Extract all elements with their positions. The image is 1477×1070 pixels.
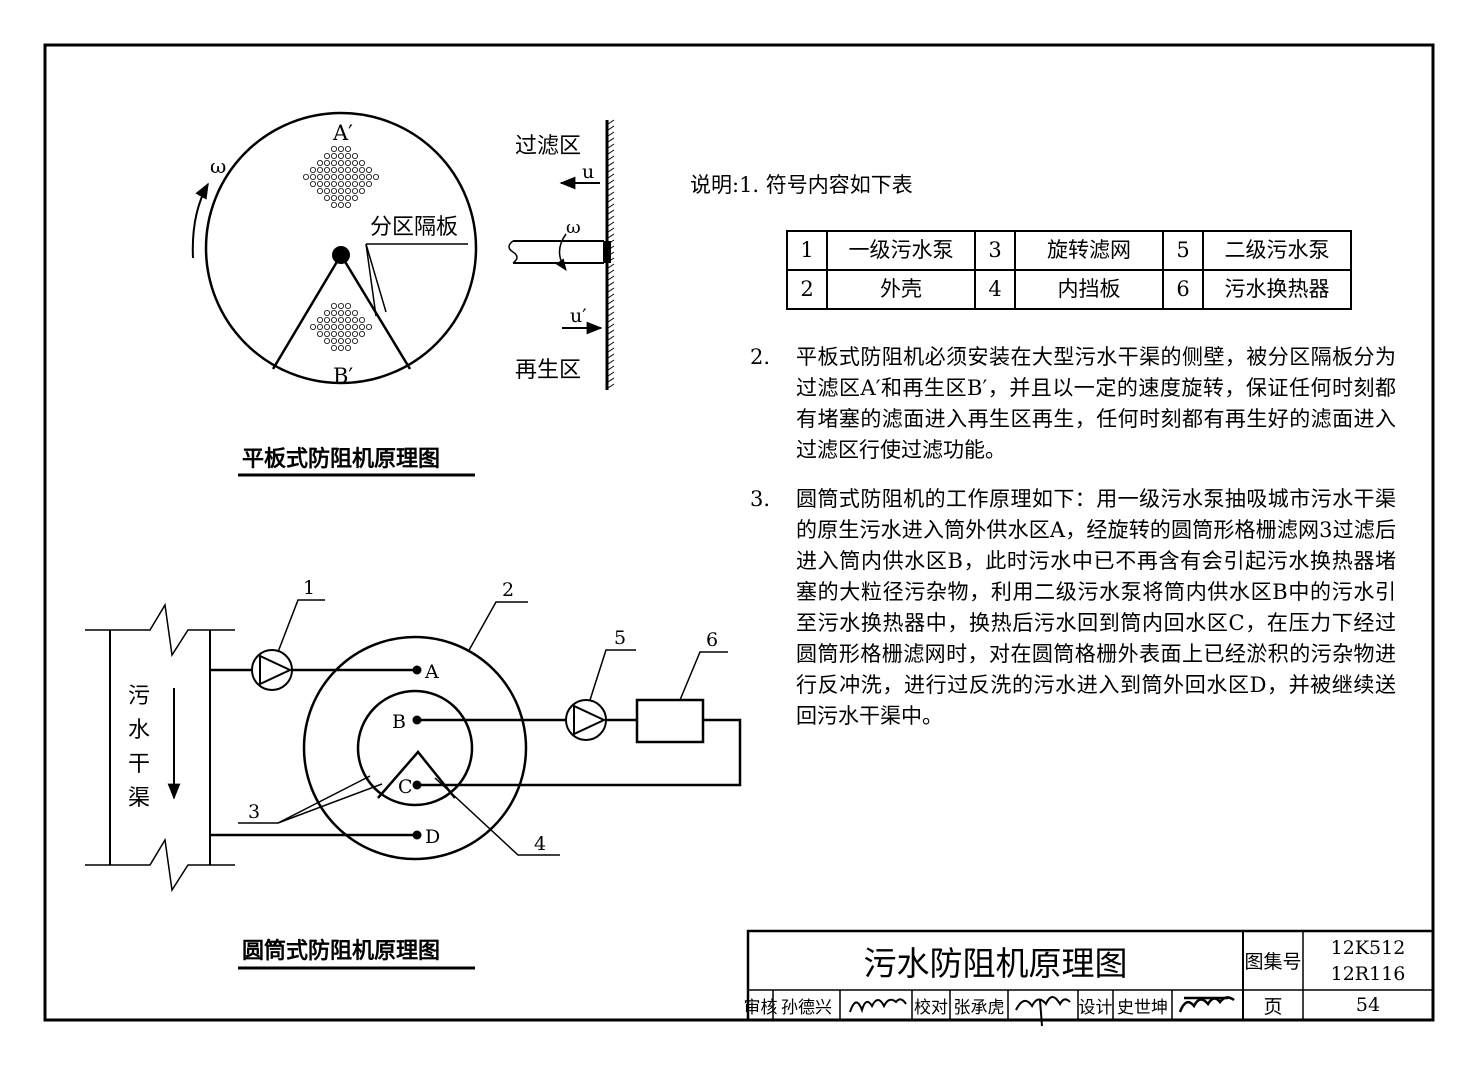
channel-char-4: 渠 [128, 786, 150, 811]
signature-checker [1015, 996, 1071, 1027]
notes-heading: 说明:1. 符号内容如下表 [690, 173, 913, 197]
symbol-number: 2 [786, 269, 828, 310]
point-d: D [425, 826, 440, 848]
shaft-omega: ω [566, 217, 581, 238]
symbol-name: 一级污水泵 [826, 230, 976, 271]
return-pipe-to-C [417, 718, 742, 787]
page-number: 54 [1355, 994, 1381, 1016]
channel-char-3: 干 [128, 752, 150, 777]
tag-4: 4 [534, 833, 546, 855]
rotation-arrow [191, 182, 209, 259]
label-a-prime: A′ [332, 121, 353, 145]
leader-4 [434, 777, 560, 856]
omega-label: ω [210, 154, 226, 178]
symbol-name: 污水换热器 [1202, 269, 1352, 310]
leader-6 [679, 651, 728, 701]
symbol-number: 1 [786, 230, 828, 271]
review-label: 审核 [743, 997, 778, 1018]
channel-char-1: 污 [128, 684, 150, 709]
symbol-number: 5 [1162, 230, 1204, 271]
point-c: C [398, 776, 413, 798]
tag-6: 6 [706, 629, 718, 651]
heat-exchanger [635, 698, 705, 744]
symbol-name: 旋转滤网 [1014, 230, 1164, 271]
atlas-label: 图集号 [1244, 951, 1302, 973]
filter-holes-top [302, 145, 379, 208]
signature-designer [1178, 996, 1235, 1013]
label-b-prime: B′ [333, 364, 353, 388]
note-3-text: 圆筒式防阻机的工作原理如下：用一级污水泵抽吸城市污水干渠的原生污水进入筒外供水区… [796, 487, 1396, 728]
caption-flat-plate: 平板式防阻机原理图 [242, 447, 441, 472]
designer-name: 史世坤 [1117, 997, 1168, 1018]
channel-char-2: 水 [128, 718, 150, 743]
note-2-number: 2. [750, 345, 771, 369]
sheet-border [43, 43, 1435, 1022]
check-label: 校对 [914, 997, 948, 1018]
symbol-number: 4 [974, 269, 1016, 310]
point-b: B [392, 711, 406, 733]
title-block-frame [746, 929, 1435, 1022]
shaft-rotation-arrow [555, 233, 567, 271]
partition-label: 分区隔板 [370, 215, 458, 240]
tag-5: 5 [614, 627, 626, 649]
checker-name: 张承虎 [953, 997, 1005, 1018]
pump-5 [565, 699, 607, 741]
rotor-disc [204, 111, 478, 385]
tag-2: 2 [502, 579, 514, 601]
partition-wedge [271, 252, 412, 370]
outer-casing [302, 635, 528, 861]
reviewer-name: 孙德兴 [781, 997, 832, 1018]
label-u: u [582, 161, 594, 183]
label-u-prime: u′ [570, 305, 587, 327]
tag-3: 3 [248, 801, 260, 823]
partition-leader [365, 243, 377, 317]
regen-zone-label: 再生区 [515, 358, 581, 383]
leader-2 [467, 601, 528, 653]
caption-cylinder: 圆筒式防阻机原理图 [242, 939, 441, 964]
leader-1 [277, 599, 325, 653]
page-label: 页 [1263, 995, 1283, 1018]
tag-1: 1 [303, 577, 315, 599]
note-2-text: 平板式防阻机必须安装在大型污水干渠的侧壁，被分区隔板分为过滤区A′和再生区B′，… [796, 345, 1396, 462]
filter-zone-label: 过滤区 [515, 134, 581, 159]
symbol-name: 外壳 [826, 269, 976, 310]
signature-reviewer [849, 998, 907, 1014]
flat-plate-diagram: A′ B′ ω 分区隔板 ω u u′ 过滤区 再生区 [191, 111, 615, 477]
inner-baffle [377, 750, 456, 799]
filter-holes-bottom [309, 302, 372, 351]
symbol-name: 内挡板 [1014, 269, 1164, 310]
point-a: A [424, 661, 439, 683]
rotating-screen [356, 689, 474, 807]
break-line-top [85, 602, 235, 658]
atlas-number-2: 12R116 [1330, 963, 1406, 985]
break-line-bottom [85, 837, 235, 893]
axis-hub [332, 246, 350, 264]
note-3-number: 3. [750, 487, 771, 511]
symbol-number: 3 [974, 230, 1016, 271]
atlas-number-1: 12K512 [1330, 937, 1406, 959]
cylinder-diagram: 污 水 干 渠 A B C D 1 2 5 6 [85, 577, 742, 970]
drawing-title: 污水防阻机原理图 [863, 943, 1128, 983]
symbol-name: 二级污水泵 [1202, 230, 1352, 271]
leader-5 [589, 649, 636, 701]
pump-1 [251, 649, 293, 691]
design-label: 设计 [1078, 997, 1113, 1018]
symbol-number: 6 [1162, 269, 1204, 310]
